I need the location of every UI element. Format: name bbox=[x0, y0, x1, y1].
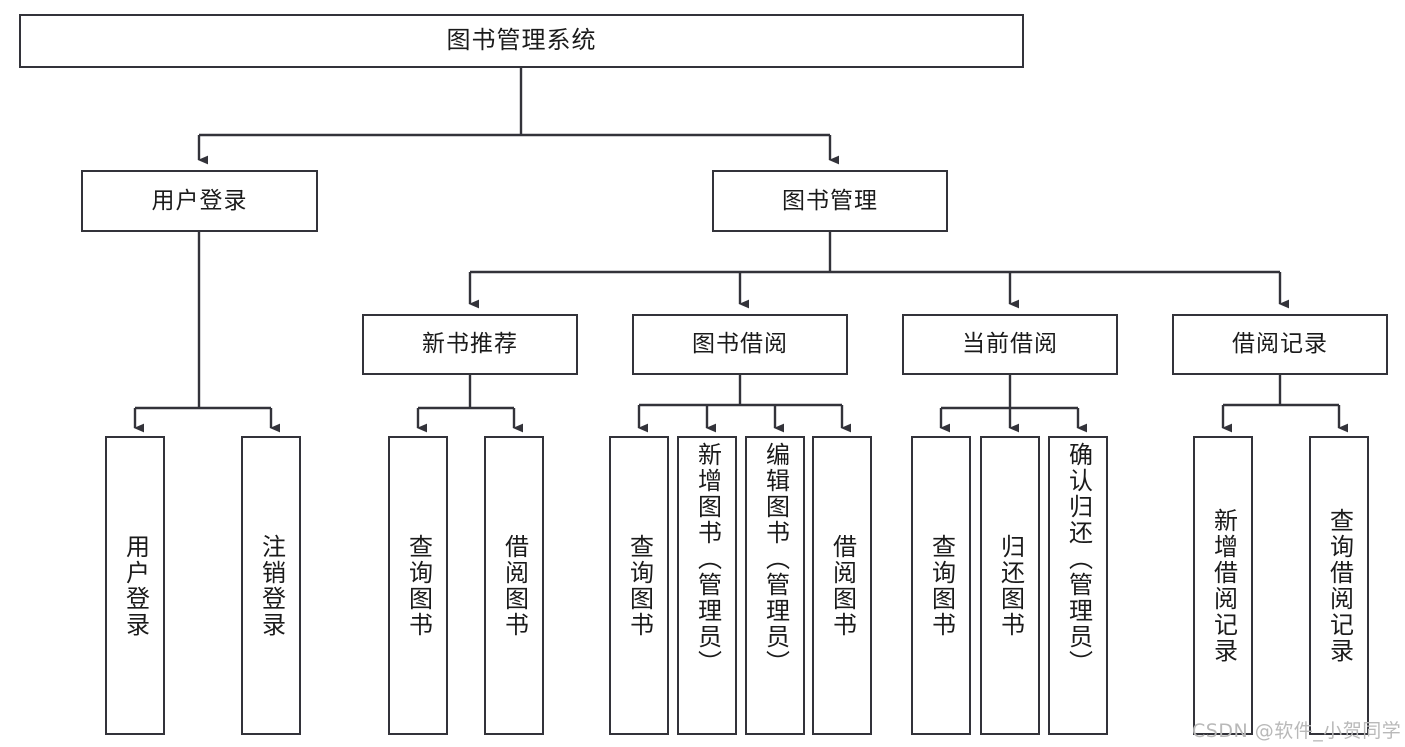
leaf-borrow-add-book-admin[interactable]: 新增图书（管理员） bbox=[677, 436, 737, 735]
node-label: 借阅图书 bbox=[828, 533, 857, 638]
csdn-watermark: CSDN @软件_小贺同学 bbox=[1192, 720, 1402, 742]
node-label: 查询图书 bbox=[927, 533, 956, 638]
node-book-management[interactable]: 图书管理 bbox=[712, 170, 948, 232]
node-label: 用户登录 bbox=[151, 187, 248, 214]
leaf-record-query-borrow-record[interactable]: 查询借阅记录 bbox=[1309, 436, 1369, 735]
node-label: 注销登录 bbox=[257, 533, 286, 638]
node-new-book-recommend[interactable]: 新书推荐 bbox=[362, 314, 578, 375]
leaf-user-logout[interactable]: 注销登录 bbox=[241, 436, 301, 735]
leaf-recommend-borrow-book[interactable]: 借阅图书 bbox=[484, 436, 544, 735]
node-label: 查询图书 bbox=[404, 533, 433, 638]
node-root-system[interactable]: 图书管理系统 bbox=[19, 14, 1024, 68]
leaf-borrow-edit-book-admin[interactable]: 编辑图书（管理员） bbox=[745, 436, 805, 735]
node-label: 新增借阅记录 bbox=[1209, 507, 1238, 664]
node-label: 新增图书（管理员） bbox=[693, 442, 722, 676]
node-user-login[interactable]: 用户登录 bbox=[81, 170, 318, 232]
node-label: 查询借阅记录 bbox=[1325, 507, 1354, 664]
node-book-borrow[interactable]: 图书借阅 bbox=[632, 314, 848, 375]
leaf-current-confirm-return-admin[interactable]: 确认归还（管理员） bbox=[1048, 436, 1108, 735]
node-label: 编辑图书（管理员） bbox=[761, 442, 790, 676]
node-label: 图书借阅 bbox=[692, 331, 788, 358]
node-label: 图书管理 bbox=[782, 187, 878, 214]
node-label: 当前借阅 bbox=[962, 331, 1058, 358]
node-label: 借阅记录 bbox=[1232, 331, 1328, 358]
node-label: 图书管理系统 bbox=[446, 26, 597, 55]
leaf-user-login[interactable]: 用户登录 bbox=[105, 436, 165, 735]
leaf-current-return-book[interactable]: 归还图书 bbox=[980, 436, 1040, 735]
node-borrow-record[interactable]: 借阅记录 bbox=[1172, 314, 1388, 375]
leaf-record-add-borrow-record[interactable]: 新增借阅记录 bbox=[1193, 436, 1253, 735]
leaf-borrow-query-book[interactable]: 查询图书 bbox=[609, 436, 669, 735]
leaf-borrow-borrow-book[interactable]: 借阅图书 bbox=[812, 436, 872, 735]
node-current-borrow[interactable]: 当前借阅 bbox=[902, 314, 1118, 375]
node-label: 确认归还（管理员） bbox=[1064, 442, 1093, 676]
node-label: 用户登录 bbox=[121, 533, 150, 638]
leaf-current-query-book[interactable]: 查询图书 bbox=[911, 436, 971, 735]
node-label: 查询图书 bbox=[625, 533, 654, 638]
node-label: 新书推荐 bbox=[422, 331, 518, 358]
node-label: 借阅图书 bbox=[500, 533, 529, 638]
node-label: 归还图书 bbox=[996, 533, 1025, 638]
leaf-recommend-query-book[interactable]: 查询图书 bbox=[388, 436, 448, 735]
